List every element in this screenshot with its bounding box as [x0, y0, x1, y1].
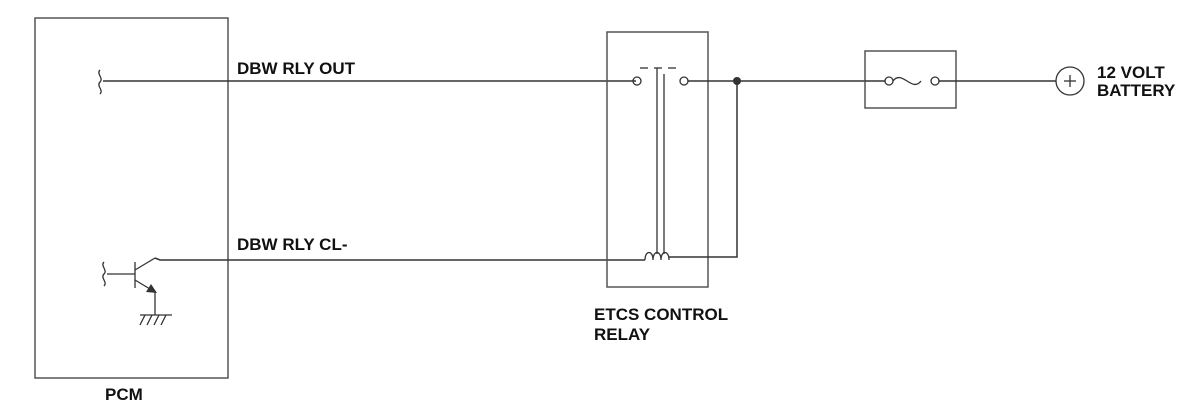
connector-top-icon — [98, 69, 102, 95]
battery-label-line1: 12 VOLT — [1097, 63, 1165, 82]
etcs-control-relay: ETCS CONTROL RELAY — [594, 31, 865, 344]
fuse-icon — [865, 76, 956, 86]
relay-switch-icon — [632, 67, 689, 254]
wire-top-label: DBW RLY OUT — [237, 59, 356, 78]
pcm-label: PCM — [105, 385, 143, 404]
ground-icon — [139, 292, 172, 326]
relay-label-line1: ETCS CONTROL — [594, 305, 728, 324]
transistor-icon — [102, 257, 157, 293]
pcm-module: PCM — [34, 17, 229, 404]
wire-dbw-rly-out: DBW RLY OUT — [103, 59, 636, 82]
battery-positive-icon — [1055, 66, 1085, 96]
relay-label-line2: RELAY — [594, 325, 651, 344]
wire-bottom-label: DBW RLY CL- — [237, 235, 348, 254]
battery: 12 VOLT BATTERY — [1055, 63, 1176, 100]
wire-dbw-rly-cl: DBW RLY CL- — [154, 235, 645, 261]
fuse — [864, 50, 1056, 109]
relay-coil-icon — [644, 251, 670, 261]
battery-label-line2: BATTERY — [1097, 81, 1176, 100]
